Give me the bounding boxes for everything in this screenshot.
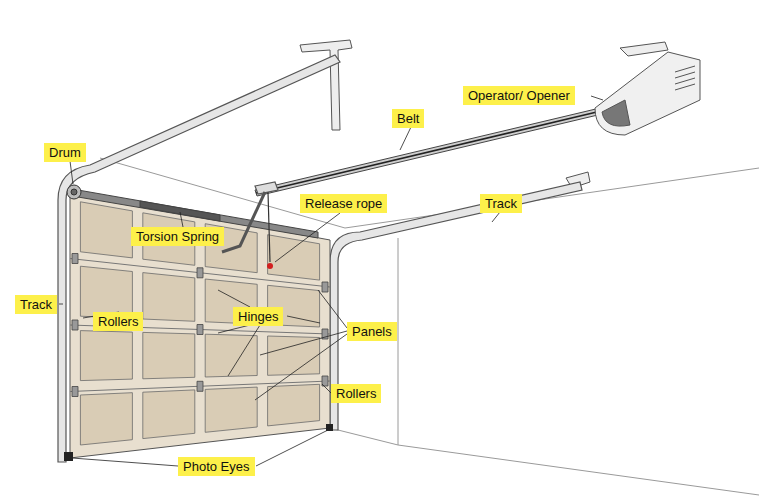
callout-label: Operator/ Opener <box>463 86 575 105</box>
door-panel <box>205 387 257 432</box>
photo-eye <box>64 424 333 461</box>
leader-line <box>228 325 260 376</box>
leader-line <box>59 304 63 305</box>
hinge <box>322 282 328 292</box>
door-panel <box>143 390 195 439</box>
hinge <box>197 381 203 391</box>
part-name: Hinges <box>238 309 278 324</box>
leader-line <box>400 127 411 150</box>
door-panel <box>143 332 195 378</box>
part-name: Rollers <box>336 386 376 401</box>
callout-label: Panels <box>347 322 397 341</box>
photo-eye <box>326 424 333 431</box>
part-name: Torsion Spring <box>136 229 219 244</box>
door-panel <box>268 384 320 426</box>
room-wall <box>100 158 759 495</box>
door-panel <box>268 235 320 280</box>
room-wall <box>330 428 398 445</box>
callout-label: Track <box>15 295 57 314</box>
drum <box>71 189 77 195</box>
leader-line <box>318 290 347 328</box>
callout-label: Release rope <box>300 194 387 213</box>
release-arm <box>222 192 265 252</box>
opener <box>595 52 700 135</box>
door-panel <box>80 331 132 381</box>
torsion-spring <box>140 201 220 221</box>
callout-label: Belt <box>392 109 424 128</box>
part-name: Operator/ Opener <box>468 88 570 103</box>
callout-label: Photo Eyes <box>178 457 255 476</box>
leader-line <box>218 325 250 333</box>
leader-line <box>256 430 328 466</box>
part-name: Photo Eyes <box>183 459 250 474</box>
room-wall <box>398 238 399 445</box>
ceiling-hanger <box>620 42 668 56</box>
door-panel <box>80 393 132 445</box>
opener <box>675 84 695 90</box>
leader-line <box>70 161 73 184</box>
part-name: Panels <box>352 324 392 339</box>
opener <box>675 72 695 78</box>
release-arm <box>222 182 278 269</box>
left-track <box>58 55 340 462</box>
hinge <box>72 320 78 330</box>
part-name: Belt <box>397 111 419 126</box>
hinge <box>72 254 78 264</box>
callout-label: Rollers <box>331 384 381 403</box>
hinge <box>72 387 78 397</box>
callout-label: Drum <box>44 143 86 162</box>
belt-rail <box>256 111 601 193</box>
release-arm <box>255 182 278 194</box>
callout-label: Track <box>480 194 522 213</box>
hinge <box>197 325 203 335</box>
leader-line <box>218 290 250 307</box>
part-name: Track <box>485 196 517 211</box>
leader-line <box>72 458 178 466</box>
ceiling-hanger <box>300 40 352 130</box>
part-name: Release rope <box>305 196 382 211</box>
drum <box>67 185 81 199</box>
leader-line <box>275 213 340 262</box>
leader-line <box>322 384 331 393</box>
drum <box>67 185 81 199</box>
leader-line <box>591 96 603 100</box>
release-arm <box>268 192 270 262</box>
part-name: Drum <box>49 145 81 160</box>
leader-line <box>287 316 320 323</box>
right-track <box>330 182 582 430</box>
section-joint <box>70 381 330 392</box>
leader-line <box>492 212 500 222</box>
opener <box>675 78 695 84</box>
door-panel <box>268 336 320 375</box>
opener <box>675 66 695 72</box>
right-track <box>330 182 582 430</box>
door-panel <box>80 202 132 258</box>
release-arm <box>267 263 273 269</box>
belt-rail <box>255 108 602 196</box>
callout-label: Hinges <box>233 307 283 326</box>
left-track <box>58 55 340 462</box>
opener <box>595 52 700 135</box>
hinge <box>197 268 203 278</box>
opener <box>602 100 630 126</box>
callout-label: Rollers <box>93 312 143 331</box>
room-wall <box>398 445 759 495</box>
door-panel <box>80 266 132 318</box>
section-joint <box>70 259 330 288</box>
leader-line <box>180 212 183 227</box>
part-name: Track <box>20 297 52 312</box>
leader-line <box>59 96 603 466</box>
callout-label: Torsion Spring <box>131 227 224 246</box>
room-wall <box>345 168 759 228</box>
photo-eye <box>64 452 73 461</box>
door-panel <box>143 273 195 322</box>
belt-rail <box>255 108 602 196</box>
part-name: Rollers <box>98 314 138 329</box>
